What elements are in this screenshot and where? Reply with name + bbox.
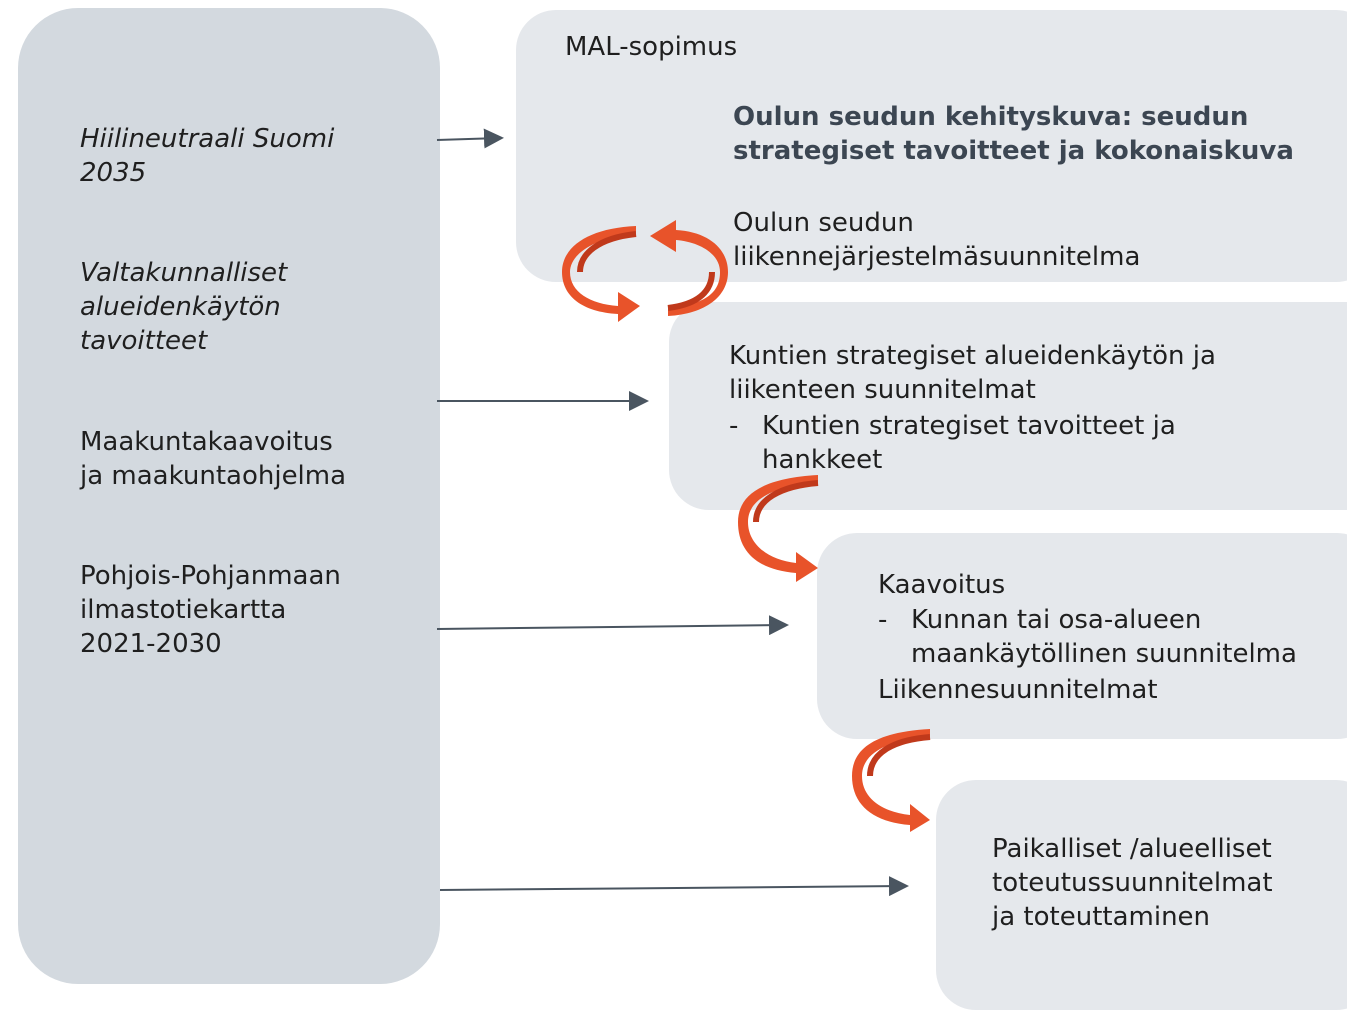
connector-arrow-4 xyxy=(439,876,909,897)
kaavoitus-box xyxy=(817,533,1347,739)
connector-arrow-3 xyxy=(436,615,789,636)
connector-arrow-1 xyxy=(436,128,504,149)
kuntien-bullet-dash: - xyxy=(729,411,739,441)
kaavoitus-bullet-dash: - xyxy=(878,605,888,635)
mal-label: MAL-sopimus xyxy=(565,32,738,62)
curved-arrow-2-icon xyxy=(852,729,931,832)
left-panel xyxy=(18,8,440,984)
toteutus-box xyxy=(936,780,1347,1010)
kaavoitus-title: Kaavoitus xyxy=(878,570,1006,600)
liikennesuunnitelmat-text: Liikennesuunnitelmat xyxy=(878,675,1158,705)
